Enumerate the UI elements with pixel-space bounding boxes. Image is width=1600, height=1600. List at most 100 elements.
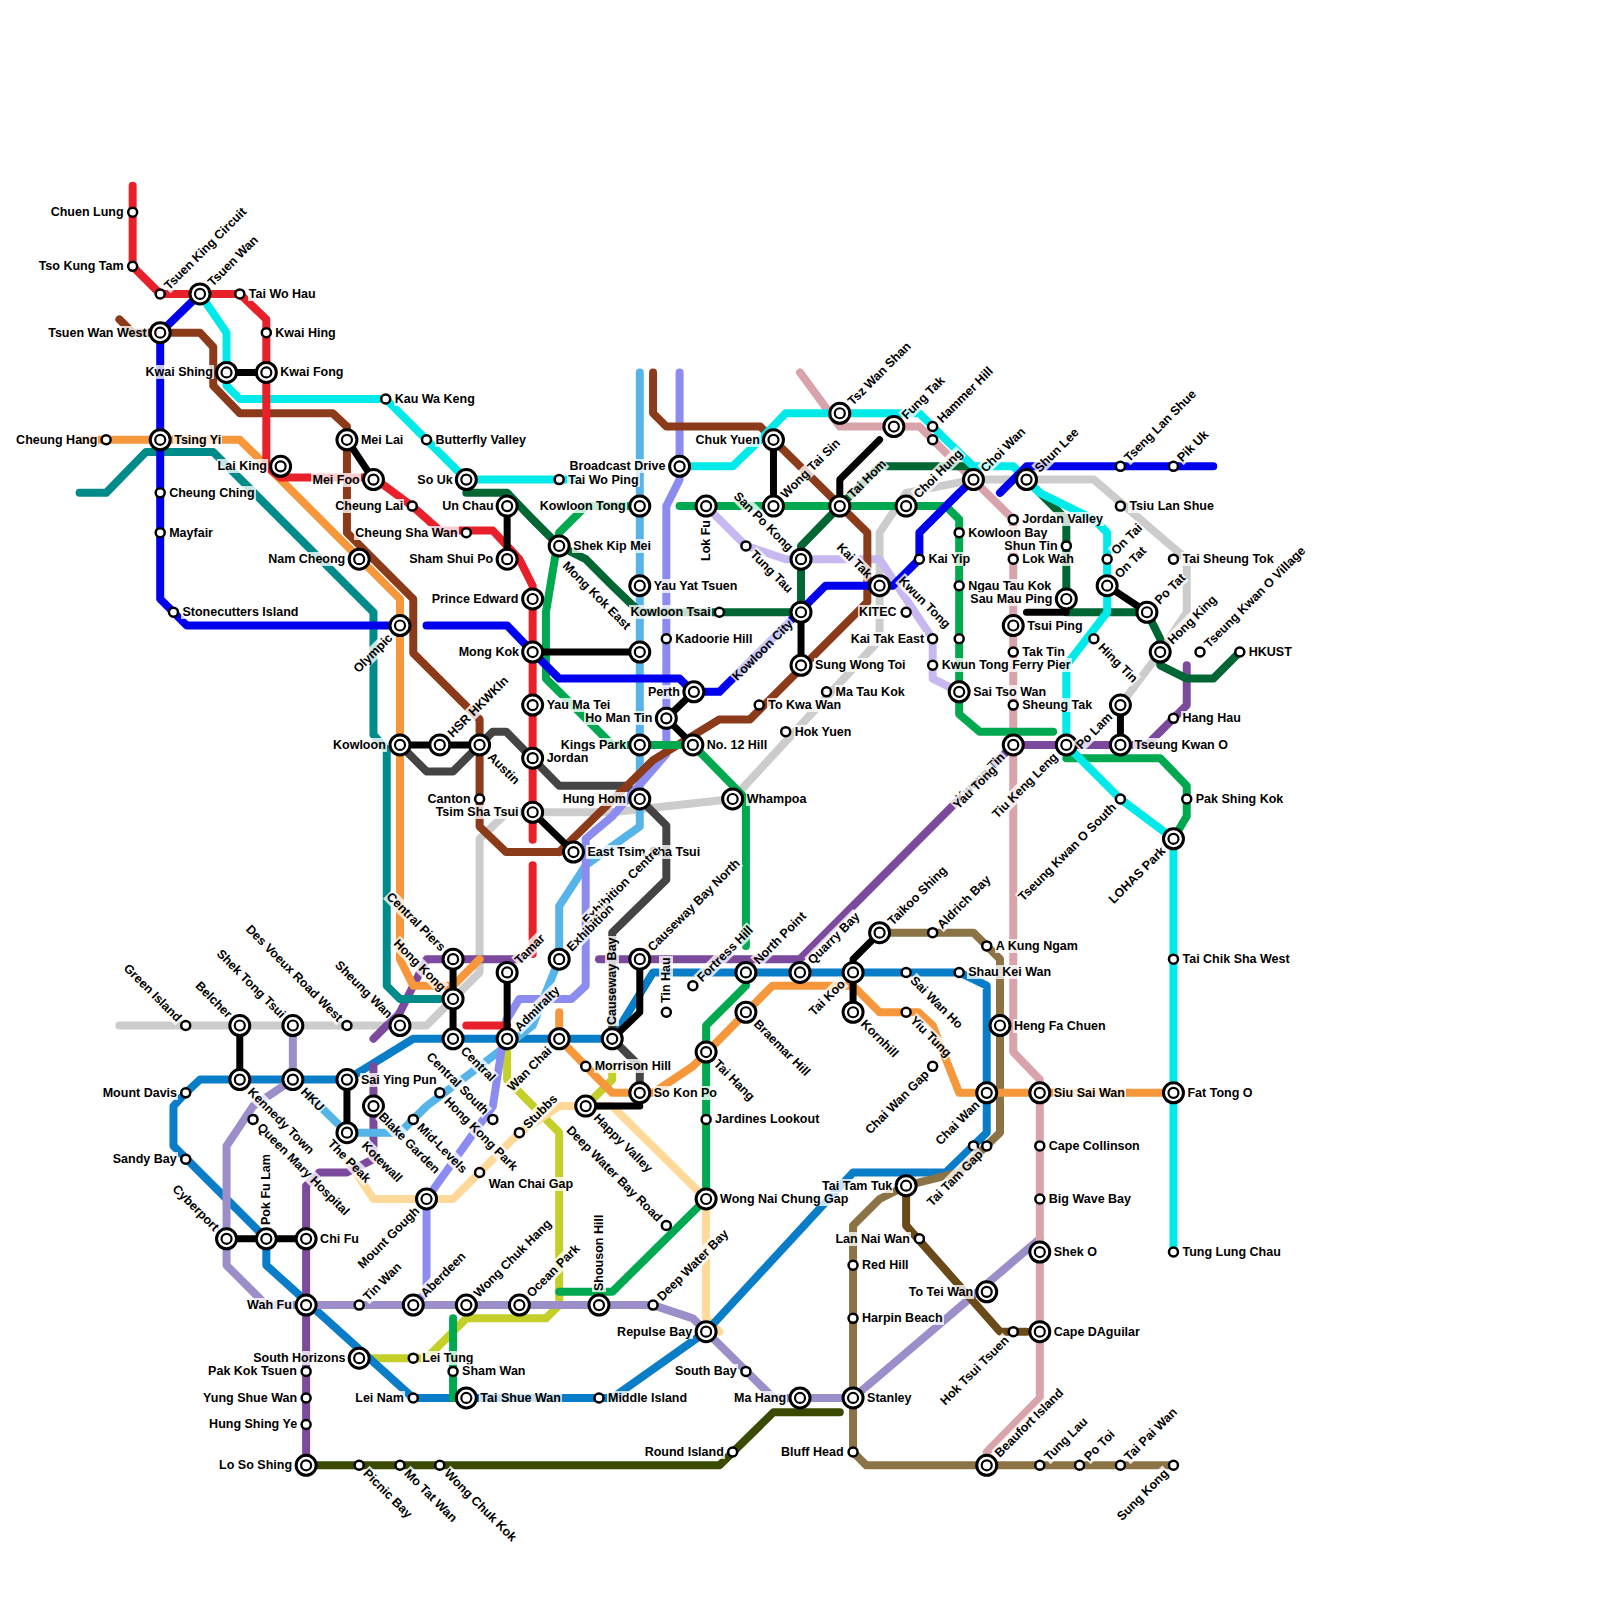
station-marker [1116, 502, 1125, 511]
interchange-ring [568, 847, 578, 857]
station-circle [1182, 794, 1191, 803]
station-circle [977, 1282, 997, 1302]
station-circle [977, 1083, 997, 1103]
station-label: Lei Nam [354, 1391, 405, 1405]
transit-line [680, 413, 1174, 1252]
interchange-ring [502, 501, 512, 511]
interchange-ring [607, 1034, 617, 1044]
station-marker [728, 1448, 737, 1457]
interchange-ring [342, 1128, 352, 1138]
station-circle [915, 555, 924, 564]
station-circle [509, 1295, 529, 1315]
station-marker [296, 1295, 316, 1315]
station-label: Kowloon Tong [539, 499, 627, 513]
station-marker [576, 1096, 596, 1116]
interchange-ring [1022, 475, 1032, 485]
station-label: Ma Hang [733, 1391, 787, 1405]
interchange-ring [1008, 621, 1018, 631]
station-marker [156, 488, 165, 497]
station-label: Pik Uk [1174, 427, 1212, 465]
interchange-ring [502, 1034, 512, 1044]
station-circle [230, 1016, 250, 1036]
station-label: Kwai Hing [274, 326, 336, 340]
interchange-ring [1035, 1327, 1045, 1337]
station-marker [497, 549, 517, 569]
interchange-ring [448, 954, 458, 964]
station-marker [296, 1229, 316, 1249]
transit-line [427, 480, 974, 692]
station-marker [302, 1393, 311, 1402]
station-marker [515, 1128, 524, 1137]
interchange-ring [1035, 1088, 1045, 1098]
station-circle [1169, 1248, 1178, 1257]
transit-line [466, 1022, 507, 1030]
station-circle [283, 1070, 303, 1090]
station-marker [662, 1008, 671, 1017]
station-circle [791, 602, 811, 622]
transit-line [119, 480, 1186, 1026]
station-marker [549, 536, 569, 556]
station-label: Hung Hom [562, 792, 627, 806]
station-marker [1163, 829, 1183, 849]
station-label: Tsim Sha Tsui [435, 805, 520, 819]
station-marker [408, 502, 417, 511]
station-marker [409, 1354, 418, 1363]
station-marker [1163, 1083, 1183, 1103]
station-marker [417, 1189, 437, 1209]
station-label: Sham Wan [461, 1364, 526, 1378]
station-marker [1182, 794, 1191, 803]
interchange-ring [554, 954, 564, 964]
station-circle [1169, 1461, 1178, 1470]
station-marker [736, 1002, 756, 1022]
station-label: Big Wave Bay [1048, 1192, 1132, 1206]
station-circle [181, 1088, 190, 1097]
station-circle [576, 1096, 596, 1116]
interchange-ring [741, 1007, 751, 1017]
station-circle [349, 1348, 369, 1368]
interchange-ring [889, 422, 899, 432]
interchange-ring [155, 435, 165, 445]
station-marker [409, 1115, 418, 1124]
interchange-ring [235, 1021, 245, 1031]
station-marker [190, 284, 210, 304]
station-marker [337, 430, 357, 450]
station-circle [630, 642, 650, 662]
station-marker [456, 470, 476, 490]
interchange-ring [689, 687, 699, 697]
interchange-ring [1168, 834, 1178, 844]
station-marker [843, 1388, 863, 1408]
station-label: Butterfly Valley [435, 433, 527, 447]
station-label: Cheung Hang [15, 433, 98, 447]
station-marker [1056, 735, 1076, 755]
interchange-ring [554, 1034, 564, 1044]
station-circle [982, 1141, 991, 1150]
station-circle [649, 1301, 658, 1310]
interchange-ring [875, 928, 885, 938]
station-circle [156, 528, 165, 537]
station-circle [1137, 602, 1157, 622]
transit-line [559, 986, 1173, 1093]
station-marker [915, 1234, 924, 1243]
station-label: HKUST [1248, 645, 1293, 659]
station-circle [990, 1016, 1010, 1036]
interchange-ring [635, 794, 645, 804]
station-marker [1116, 794, 1125, 803]
interchange-ring [635, 647, 645, 657]
station-marker [630, 735, 650, 755]
station-circle [1196, 648, 1205, 657]
station-label: Lan Nai Wan [834, 1232, 911, 1246]
station-marker [662, 1221, 671, 1230]
station-marker [1035, 1194, 1044, 1203]
station-label: Kwai Shing [145, 365, 214, 379]
station-marker [169, 608, 178, 617]
station-label: Ma Tau Kok [835, 685, 906, 699]
station-marker [1110, 695, 1130, 715]
interchange-ring [835, 501, 845, 511]
interchange-ring [901, 1181, 911, 1191]
station-label: Hok Tsui Tsuen [937, 1332, 1013, 1408]
station-marker [283, 1016, 303, 1036]
station-marker [462, 528, 471, 537]
interchange-ring [448, 994, 458, 1004]
station-marker [963, 470, 983, 490]
station-circle [271, 456, 291, 476]
